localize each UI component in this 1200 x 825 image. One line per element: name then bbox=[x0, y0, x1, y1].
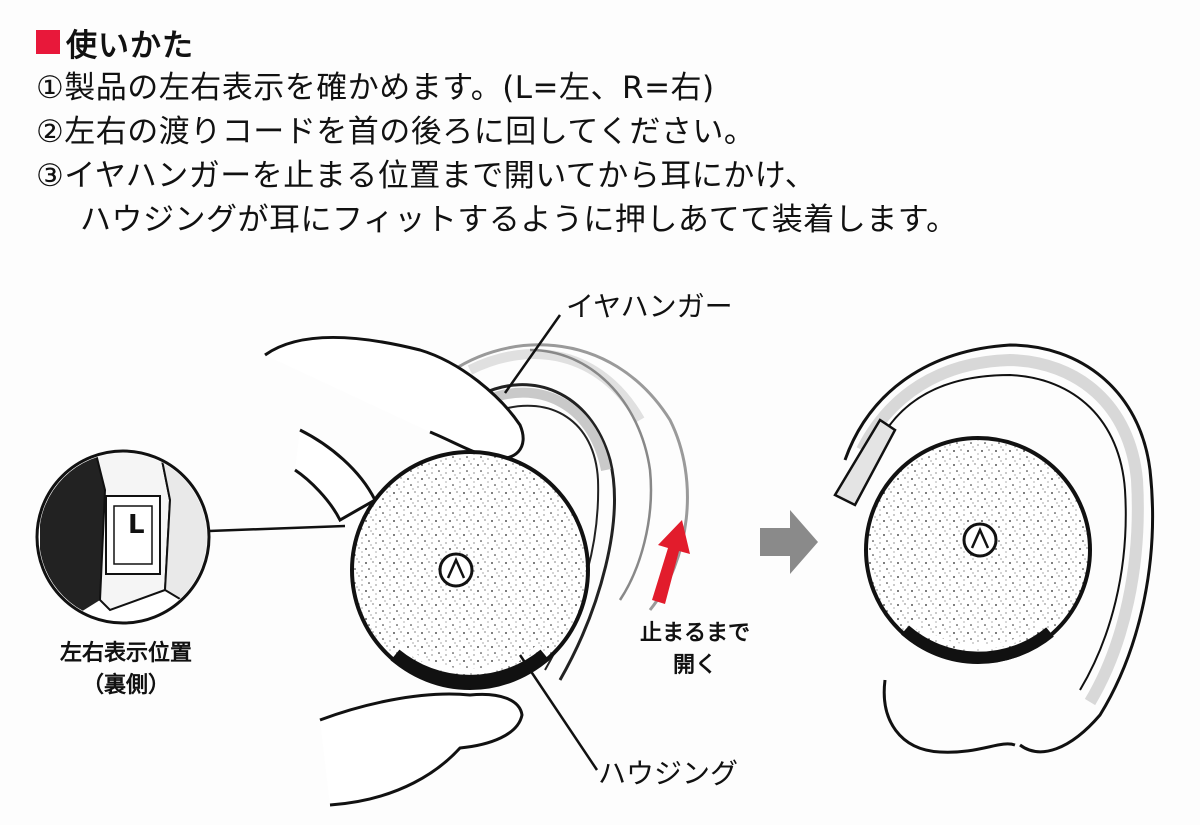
red-square-marker-icon bbox=[36, 30, 60, 54]
red-up-arrow-icon bbox=[652, 520, 690, 604]
lr-mark: L bbox=[128, 510, 145, 540]
left-earphone-illustration bbox=[264, 314, 689, 807]
open-until-stop-label: 止まるまで 開く bbox=[630, 618, 760, 682]
step-3: ③イヤハンガーを止まる位置まで開いてから耳にかけ、 bbox=[36, 158, 817, 194]
ear-hanger-label: イヤハンガー bbox=[566, 290, 733, 323]
open-line1: 止まるまで bbox=[639, 621, 750, 646]
gray-right-arrow-icon bbox=[760, 510, 818, 574]
housing-label: ハウジング bbox=[598, 757, 739, 790]
instructions: 使いかた ①製品の左右表示を確かめます。(L=左、R=右) ②左右の渡りコードを… bbox=[36, 18, 958, 242]
step-1: ①製品の左右表示を確かめます。(L=左、R=右) bbox=[36, 70, 715, 106]
right-earphone-illustration bbox=[833, 343, 1155, 754]
section-heading: 使いかた bbox=[36, 18, 958, 66]
step-3-continued: ハウジングが耳にフィットするように押しあてて装着します。 bbox=[80, 202, 958, 238]
lr-indicator-inset bbox=[35, 449, 346, 625]
open-line2: 開く bbox=[672, 653, 717, 678]
lr-position-label: 左右表示位置 （裏側） bbox=[36, 635, 216, 699]
lr-position-line2: （裏側） bbox=[81, 673, 170, 698]
step-2: ②左右の渡りコードを首の後ろに回してください。 bbox=[36, 114, 756, 150]
heading-text: 使いかた bbox=[66, 27, 194, 64]
lr-position-line1: 左右表示位置 bbox=[59, 641, 192, 666]
